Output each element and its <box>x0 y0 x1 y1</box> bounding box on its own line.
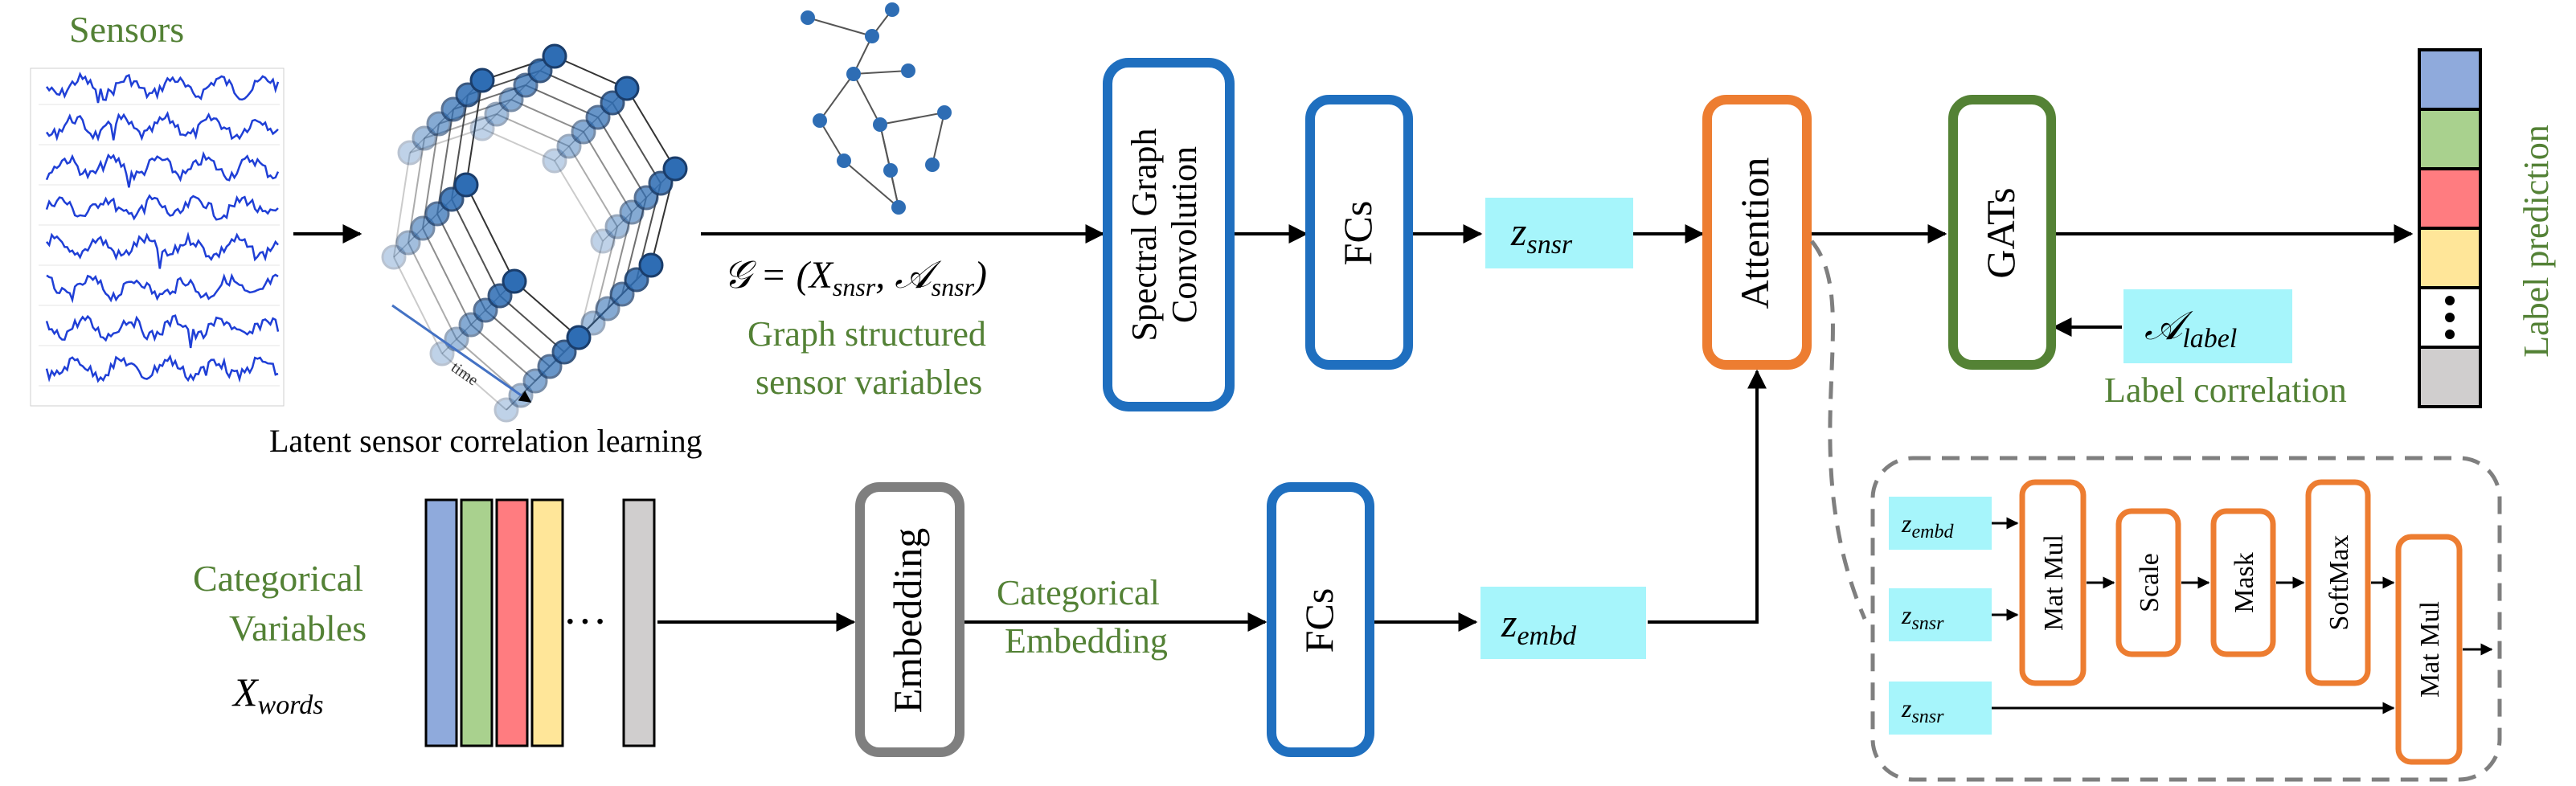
sensors-caption: Latent sensor correlation learning <box>269 423 702 459</box>
embedding-block: Embedding <box>855 482 964 757</box>
label-slot-1 <box>2418 48 2482 111</box>
graph-formula: 𝒢 = (Xsnsr, 𝒜snsr) <box>723 254 987 301</box>
svg-text:zsnsr: zsnsr <box>1901 600 1944 634</box>
att-matmul-2: Mat Mul <box>2395 534 2463 765</box>
fcs-bottom-label: FCs <box>1296 588 1341 653</box>
gats-label: GATs <box>1978 187 2023 278</box>
spectral-label-line1: Spectral Graph <box>1124 128 1164 341</box>
att-z-snsr-box-1: zsnsr <box>1889 588 1992 641</box>
svg-text:Mask: Mask <box>2230 552 2259 613</box>
svg-text:zsnsr: zsnsr <box>1510 209 1573 260</box>
svg-text:Mat Mul: Mat Mul <box>2415 601 2445 698</box>
categorical-embedding-line1: Categorical <box>997 573 1160 612</box>
attention-block: Attention <box>1702 95 1812 370</box>
svg-text:Scale: Scale <box>2135 553 2164 612</box>
categorical-bars <box>424 498 656 747</box>
att-scale: Scale <box>2115 508 2181 657</box>
svg-text:Mat Mul: Mat Mul <box>2039 534 2069 631</box>
sensor-time-series-plot <box>30 68 285 407</box>
category-bar-4 <box>530 498 564 747</box>
label-slot-6 <box>2418 346 2482 408</box>
att-matmul-1: Mat Mul <box>2019 479 2087 686</box>
gats-block: GATs <box>1948 95 2056 370</box>
fcs-top-label: FCs <box>1335 201 1380 266</box>
svg-text:𝒜label: 𝒜label <box>2144 303 2237 354</box>
sensor-network-graph <box>801 2 952 215</box>
categorical-embedding-line2: Embedding <box>1005 621 1168 661</box>
graph-caption-line1: Graph structured <box>747 314 986 354</box>
categorical-dots: ··· <box>563 597 608 647</box>
svg-text:SoftMax: SoftMax <box>2324 535 2354 631</box>
x-words-var: Xwords <box>231 669 323 720</box>
svg-text:zembd: zembd <box>1901 509 1954 542</box>
z-embd-box: zembd <box>1480 587 1646 659</box>
att-mask: Mask <box>2210 508 2276 657</box>
attention-label: Attention <box>1732 158 1777 309</box>
sensors-title: Sensors <box>69 9 184 50</box>
att-softmax: SoftMax <box>2305 479 2371 686</box>
embedding-label: Embedding <box>885 528 930 714</box>
attention-detail-connector <box>1810 239 1867 620</box>
label-slot-4 <box>2418 227 2482 289</box>
label-prediction-text: Label prediction <box>2517 125 2556 358</box>
categorical-line1: Categorical <box>193 558 363 599</box>
att-z-embd-box: zembd <box>1889 497 1992 550</box>
label-prediction-stack <box>2418 48 2482 408</box>
att-z-snsr-box-2: zsnsr <box>1889 682 1992 735</box>
attention-detail-panel <box>1870 456 2502 782</box>
label-slot-3 <box>2418 167 2482 230</box>
z-snsr-box: zsnsr <box>1485 198 1633 268</box>
label-slot-2 <box>2418 108 2482 170</box>
latent-correlation-lattice <box>381 43 688 423</box>
fcs-block-bottom: FCs <box>1267 482 1374 757</box>
svg-text:zembd: zembd <box>1501 600 1577 651</box>
svg-text:zsnsr: zsnsr <box>1901 694 1944 727</box>
categorical-line2: Variables <box>229 608 367 649</box>
spectral-label-line2: Convolution <box>1165 146 1204 323</box>
label-correlation-caption: Label correlation <box>2104 370 2347 410</box>
category-bar-1 <box>424 498 458 747</box>
category-bar-3 <box>495 498 529 747</box>
fcs-block-top: FCs <box>1305 95 1413 370</box>
graph-caption-line2: sensor variables <box>756 362 982 402</box>
category-bar-5 <box>622 498 656 747</box>
spectral-graph-convolution-block: Spectral Graph Convolution <box>1103 58 1235 411</box>
a-label-box: 𝒜label <box>2123 289 2292 363</box>
category-bar-2 <box>460 498 493 747</box>
